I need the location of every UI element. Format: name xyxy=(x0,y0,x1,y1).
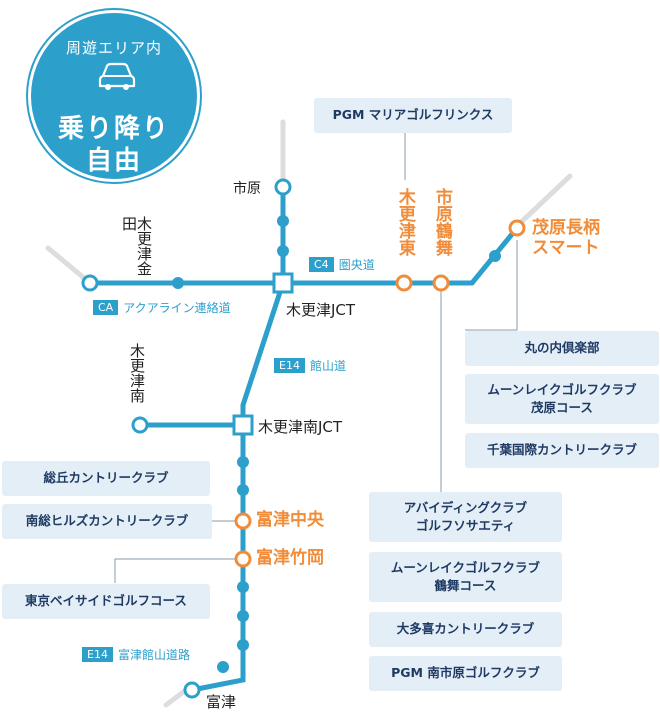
route-dot xyxy=(237,639,249,651)
road-code-e14-futtsu: E14 xyxy=(82,647,113,662)
golf-box-abiding[interactable]: アバイディングクラブ ゴルフソサエティ xyxy=(369,492,562,542)
route-dot xyxy=(172,277,184,289)
route-dot xyxy=(237,581,249,593)
badge-zone-text: 周遊エリア内 xyxy=(65,39,162,57)
golf-box-minami-boso-hills[interactable]: 南総ヒルズカントリークラブ xyxy=(2,504,212,539)
ic-futtsu xyxy=(183,681,201,699)
ic-kisarazu-higashi xyxy=(395,274,413,292)
road-name-ca: アクアライン連絡道 xyxy=(123,301,231,315)
station-label-futtsu-takeoka: 富津竹岡 xyxy=(256,548,324,568)
station-label-ichihara-tsurumai: 市原鶴舞 xyxy=(431,188,452,256)
route-dot xyxy=(237,456,249,468)
route-dot xyxy=(277,245,289,257)
station-label-kisarazu-minami: 木更津南 xyxy=(128,343,146,403)
road-name-e14-futtsu: 富津館山道路 xyxy=(117,648,190,662)
station-label-ichihara: 市原 xyxy=(233,181,261,197)
jct-kisarazu xyxy=(272,272,294,294)
station-label-kisarazu-kaneda: 木更津金田 xyxy=(120,216,153,276)
jct-kisarazu-minami xyxy=(232,414,254,436)
road-name-e14-tateyama: 館山道 xyxy=(309,359,346,373)
road-code-e14-tateyama: E14 xyxy=(274,358,305,373)
badge-title-line1: 乗り降り xyxy=(57,114,170,144)
ic-ichihara xyxy=(274,178,292,196)
golf-box-chiba-kokusai[interactable]: 千葉国際カントリークラブ xyxy=(465,433,659,468)
golf-box-moonlake-mobara[interactable]: ムーンレイクゴルフクラブ 茂原コース xyxy=(465,374,659,424)
station-label-futtsu: 富津 xyxy=(206,693,237,711)
road-label-e14-tateyama: E14 館山道 xyxy=(274,357,346,374)
golf-box-pgm-maria[interactable]: PGM マリアゴルフリンクス xyxy=(314,98,512,133)
station-label-futtsu-chuo: 富津中央 xyxy=(256,510,324,530)
golf-box-sokyu[interactable]: 総丘カントリークラブ xyxy=(2,461,210,496)
golf-box-tokyo-bayside[interactable]: 東京ベイサイドゴルフコース xyxy=(2,584,210,619)
car-icon xyxy=(98,62,136,90)
extension-line-east xyxy=(514,173,573,229)
station-label-kisarazu-jct: 木更津JCT xyxy=(286,301,356,319)
route-dot xyxy=(237,610,249,622)
road-label-c4: C4 圏央道 xyxy=(309,256,375,273)
extension-line-west xyxy=(45,245,93,286)
route-dot xyxy=(237,484,249,496)
ic-futtsu-chuo xyxy=(234,512,252,530)
ic-kisarazu-minami xyxy=(131,416,149,434)
ic-kisarazu-kaneda xyxy=(81,274,99,292)
leader-line-mobara xyxy=(465,240,518,331)
station-label-kisarazu-minami-jct: 木更津南JCT xyxy=(258,418,343,436)
golf-box-otaki[interactable]: 大多喜カントリークラブ xyxy=(369,612,562,647)
station-label-mobara-nagara: 茂原長柄スマート xyxy=(532,218,600,259)
road-label-ca: CA アクアライン連絡道 xyxy=(93,299,231,316)
ic-ichihara-tsurumai xyxy=(432,274,450,292)
route-dot xyxy=(277,215,289,227)
golf-box-marunouchi[interactable]: 丸の内倶楽部 xyxy=(465,331,659,366)
road-name-c4: 圏央道 xyxy=(338,258,375,272)
route-dot xyxy=(217,661,229,673)
road-code-ca: CA xyxy=(93,300,119,315)
ic-mobara-nagara xyxy=(508,219,526,237)
station-label-kisarazu-higashi: 木更津東 xyxy=(394,188,415,256)
free-ride-badge: 周遊エリア内 乗り降り 自由 xyxy=(28,10,200,182)
route-dot xyxy=(489,250,501,262)
road-label-e14-futtsu: E14 富津館山道路 xyxy=(82,646,190,663)
golf-box-pgm-minami-ichihara[interactable]: PGM 南市原ゴルフクラブ xyxy=(369,656,562,691)
extension-line-south xyxy=(163,687,189,708)
route-e14 xyxy=(189,280,286,693)
leader-line-futtsu-takeoka xyxy=(114,558,241,583)
road-code-c4: C4 xyxy=(309,257,334,272)
badge-title-line2: 自由 xyxy=(85,146,142,176)
ic-futtsu-takeoka xyxy=(234,550,252,568)
golf-box-moonlake-tsurumai[interactable]: ムーンレイクゴルフクラブ 鶴舞コース xyxy=(369,552,562,602)
